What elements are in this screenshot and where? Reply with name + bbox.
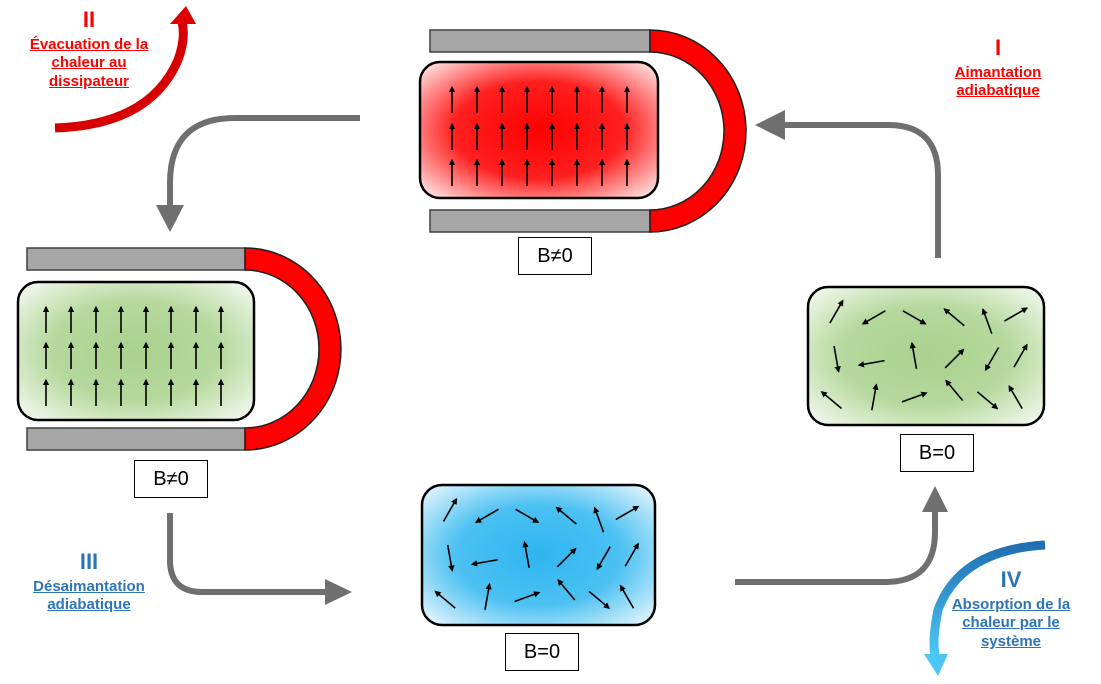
spin-arrow — [470, 558, 498, 567]
spin-arrow — [902, 310, 927, 325]
spin-arrow — [557, 579, 576, 601]
stage-text-line: chaleur par le — [962, 614, 1060, 632]
spin-arrow — [945, 379, 964, 401]
stage-number: I — [994, 35, 1002, 60]
sample-top — [418, 60, 660, 200]
spin-arrow — [515, 508, 540, 523]
spin-arrow — [901, 391, 928, 403]
flow-arrow-top-to-left — [167, 115, 360, 205]
spin-arrow — [833, 345, 841, 373]
flow-arrows — [156, 110, 948, 605]
flow-arrowhead-up-right — [922, 486, 948, 512]
spin-arrow — [944, 348, 965, 369]
stage-label-IV: IV Absorption de la chaleur par le systè… — [925, 566, 1097, 652]
stage-text-line: Absorption de la — [951, 595, 1071, 613]
stage-text-line: adiabatique — [956, 82, 1040, 100]
magnet-top — [429, 29, 747, 233]
stage-text-line: Désaimantation — [33, 577, 145, 595]
spin-arrow — [474, 508, 499, 523]
spin-arrow — [981, 308, 993, 334]
spin-arrow — [588, 590, 611, 609]
spin-arrows — [42, 85, 1029, 610]
spin-arrow — [619, 584, 635, 609]
spin-arrow — [522, 540, 530, 568]
spin-arrow — [909, 341, 918, 369]
flow-arrowhead-right-bottom — [325, 579, 352, 605]
sample-left — [16, 280, 256, 422]
magnet-left — [26, 247, 342, 451]
sample-bottom — [420, 483, 657, 627]
spin-arrow — [829, 299, 844, 324]
field-label-top: B≠0 — [518, 237, 592, 275]
spin-arrow — [861, 310, 886, 325]
field-label-right: B=0 — [900, 434, 974, 472]
flow-arrowhead-left-top — [755, 110, 785, 140]
stage-text-line: système — [980, 633, 1042, 650]
sample-right — [806, 285, 1046, 427]
flow-arrowhead-down — [156, 205, 184, 232]
stage-text-line: Aimantation — [954, 63, 1042, 81]
field-label-bottom: B=0 — [505, 633, 579, 671]
stage-label-II: II Évacuation de la chaleur au dissipate… — [4, 6, 174, 92]
stage-text-line: Évacuation de la — [29, 35, 149, 53]
spin-arrow — [593, 506, 605, 533]
spin-arrow — [555, 506, 577, 525]
spin-arrow — [556, 547, 577, 568]
stage-number: III — [79, 549, 99, 574]
spin-arrow — [596, 546, 611, 571]
spin-arrow — [820, 390, 843, 410]
spin-arrow — [976, 391, 999, 410]
stage-label-I: I Aimantation adiabatique — [918, 34, 1078, 101]
stage-text-line: adiabatique — [47, 596, 131, 614]
flow-arrow-right-to-top — [785, 122, 941, 258]
spin-arrow — [434, 590, 456, 609]
spin-arrow — [446, 544, 455, 572]
flow-arrow-bottom-to-right — [735, 512, 938, 585]
spin-arrow — [1008, 385, 1023, 410]
stage-label-III: III Désaimantation adiabatique — [4, 548, 174, 615]
flow-arrow-left-to-bottom — [167, 513, 325, 595]
stage-number: II — [82, 7, 96, 32]
heat-out-curl-arrow — [54, 6, 196, 133]
spin-arrow — [871, 383, 879, 411]
spin-arrow — [1004, 307, 1029, 322]
spin-arrow — [984, 347, 1000, 372]
stage-number: IV — [1000, 567, 1022, 592]
spin-arrow — [484, 582, 492, 610]
spin-arrow — [857, 359, 885, 368]
field-label-left: B≠0 — [134, 460, 208, 498]
spin-arrow — [442, 497, 458, 522]
stage-text-line: chaleur au — [51, 54, 127, 72]
spin-arrow — [943, 308, 965, 327]
spin-arrow — [615, 505, 640, 521]
spin-arrow — [624, 542, 639, 567]
stage-text-line: dissipateur — [48, 73, 130, 90]
heat-in-curl-arrow — [924, 540, 1046, 676]
spin-arrow — [1013, 343, 1028, 368]
spin-arrow — [514, 591, 541, 603]
